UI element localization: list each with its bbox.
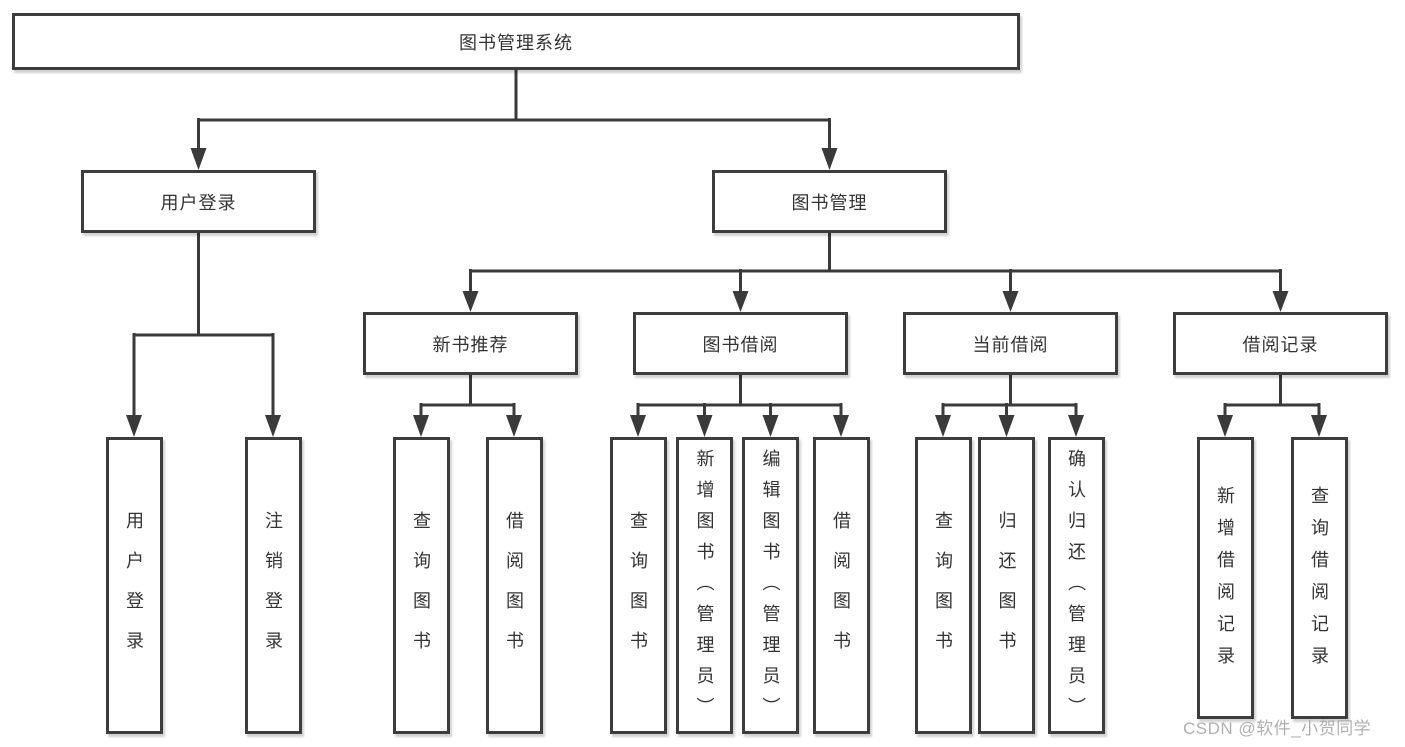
leaf-add-book-admin: 新增图书（管理员） [676,437,733,734]
leaf-add-borrow-record: 新增借阅记录 [1196,437,1254,719]
node-current-borrow: 当前借阅 [903,312,1118,375]
leaf-user-login: 用户登录 [105,437,163,734]
leaf-query-borrow-record: 查询借阅记录 [1290,437,1348,719]
node-current-borrow-label: 当前借阅 [972,334,1049,355]
node-root: 图书管理系统 [12,13,1020,70]
node-root-label: 图书管理系统 [459,32,573,53]
node-book-borrow: 图书借阅 [633,312,848,375]
watermark: CSDN @软件_小贺同学 [1183,719,1372,738]
node-user-login: 用户登录 [81,170,316,233]
leaf-query-books-borrow: 查询图书 [609,437,667,734]
leaf-query-books-recommend: 查询图书 [392,437,450,734]
leaf-edit-book-admin: 编辑图书（管理员） [742,437,799,734]
node-new-book-recommend: 新书推荐 [363,312,578,375]
node-book-management-label: 图书管理 [791,192,868,213]
leaf-query-books-current: 查询图书 [914,437,972,734]
leaf-logout: 注销登录 [244,437,302,734]
arrowheads [126,148,1327,437]
leaf-return-book: 归还图书 [978,437,1035,734]
node-book-borrow-label: 图书借阅 [702,334,779,355]
node-new-book-recommend-label: 新书推荐 [432,334,509,355]
leaf-borrow-books: 借阅图书 [812,437,870,734]
node-borrow-records: 借阅记录 [1173,312,1388,375]
node-borrow-records-label: 借阅记录 [1242,334,1319,355]
leaf-borrow-books-recommend: 借阅图书 [485,437,543,734]
node-user-login-label: 用户登录 [160,192,237,213]
node-book-management: 图书管理 [712,170,947,233]
leaf-confirm-return-admin: 确认归还（管理员） [1047,437,1105,734]
